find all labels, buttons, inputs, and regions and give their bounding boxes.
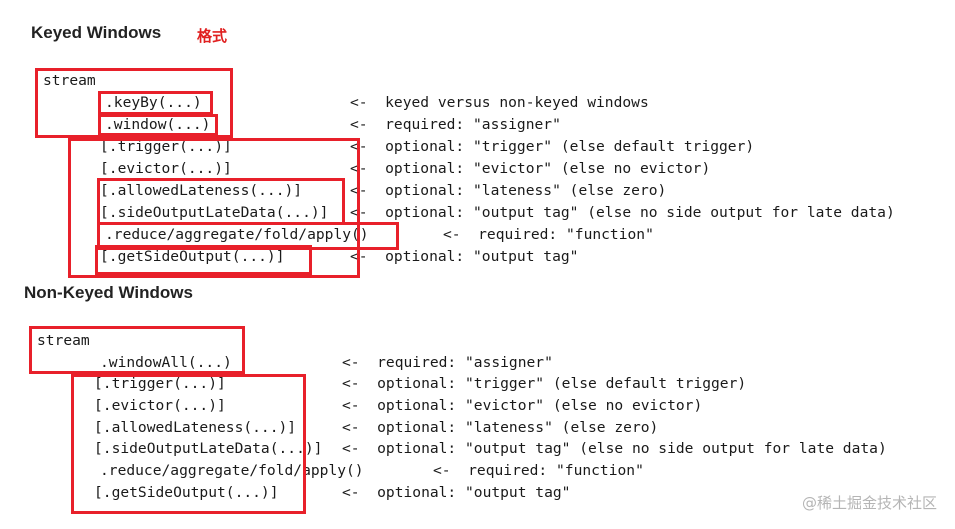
keyed-code-window: .window(...) — [105, 116, 211, 133]
non-keyed-code-stream: stream — [37, 332, 90, 349]
keyed-stream-box — [35, 68, 233, 138]
non-keyed-comment-window-all: <- required: "assigner" — [342, 354, 553, 371]
non-keyed-code-reduce: .reduce/aggregate/fold/apply() — [100, 462, 364, 479]
keyed-code-trigger: [.trigger(...)] — [100, 138, 232, 155]
watermark: @稀土掘金技术社区 — [801, 494, 937, 512]
non-keyed-comment-evictor: <- optional: "evictor" (else no evictor) — [342, 397, 703, 414]
non-keyed-comment-allowed-lateness: <- optional: "lateness" (else zero) — [342, 419, 659, 436]
non-keyed-code-trigger: [.trigger(...)] — [94, 375, 226, 392]
keyed-code-evictor: [.evictor(...)] — [100, 160, 232, 177]
keyed-code-reduce: .reduce/aggregate/fold/apply() — [105, 226, 369, 243]
keyed-optional-box — [68, 138, 360, 278]
keyed-comment-trigger: <- optional: "trigger" (else default tri… — [350, 138, 755, 155]
format-tag: 格式 — [197, 27, 228, 45]
non-keyed-code-allowed-lateness: [.allowedLateness(...)] — [94, 419, 297, 436]
keyed-code-side-output-late-data: [.sideOutputLateData(...)] — [100, 204, 329, 221]
keyed-comment-reduce: <- required: "function" — [443, 226, 654, 243]
keyed-code-allowed-lateness: [.allowedLateness(...)] — [100, 182, 303, 199]
non-keyed-code-evictor: [.evictor(...)] — [94, 397, 226, 414]
keyed-comment-allowed-lateness: <- optional: "lateness" (else zero) — [350, 182, 667, 199]
keyed-windows-title: Keyed Windows — [31, 23, 162, 42]
keyed-code-stream: stream — [43, 72, 96, 89]
keyed-lateness-box — [97, 178, 345, 225]
keyed-comment-keyby: <- keyed versus non-keyed windows — [350, 94, 649, 111]
keyed-window-box — [98, 114, 218, 136]
non-keyed-comment-side-output-late-data: <- optional: "output tag" (else no side … — [342, 440, 887, 457]
non-keyed-comment-get-side-output: <- optional: "output tag" — [342, 484, 571, 501]
keyed-keyby-box — [98, 91, 213, 115]
keyed-comment-get-side-output: <- optional: "output tag" — [350, 248, 579, 265]
keyed-comment-evictor: <- optional: "evictor" (else no evictor) — [350, 160, 711, 177]
keyed-reduce-box — [97, 222, 399, 250]
non-keyed-stream-box — [29, 326, 245, 374]
non-keyed-optional-box — [71, 374, 306, 514]
non-keyed-windows-title: Non-Keyed Windows — [24, 283, 193, 302]
non-keyed-code-get-side-output: [.getSideOutput(...)] — [94, 484, 279, 501]
non-keyed-code-window-all: .windowAll(...) — [100, 354, 232, 371]
keyed-comment-window: <- required: "assigner" — [350, 116, 561, 133]
non-keyed-comment-reduce: <- required: "function" — [433, 462, 644, 479]
keyed-get-side-output-box — [95, 245, 312, 275]
non-keyed-comment-trigger: <- optional: "trigger" (else default tri… — [342, 375, 747, 392]
keyed-code-get-side-output: [.getSideOutput(...)] — [100, 248, 285, 265]
keyed-code-keyby: .keyBy(...) — [105, 94, 202, 111]
keyed-comment-side-output-late-data: <- optional: "output tag" (else no side … — [350, 204, 895, 221]
non-keyed-code-side-output-late-data: [.sideOutputLateData(...)] — [94, 440, 323, 457]
